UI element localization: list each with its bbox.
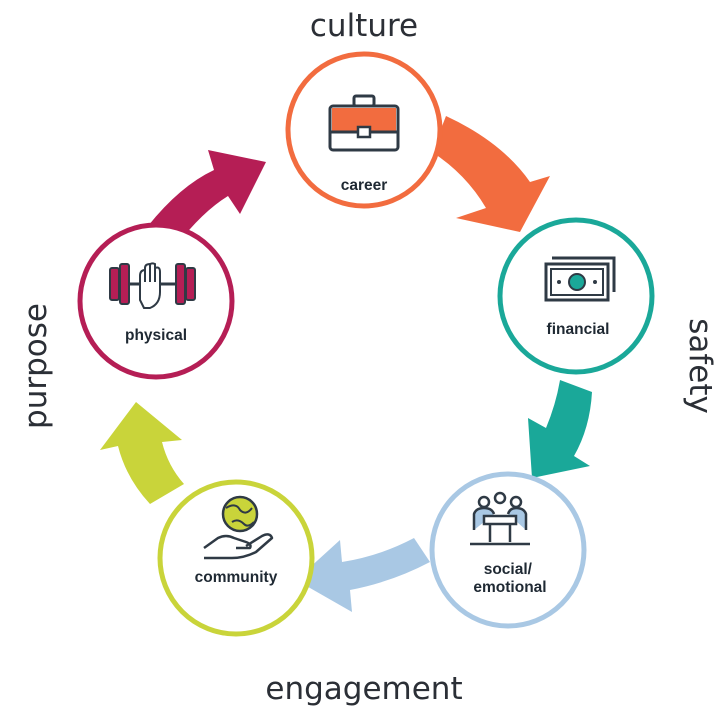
arrow-career-to-financial (432, 116, 550, 232)
globe-hand-icon (203, 495, 274, 560)
outer-label-top: culture (310, 8, 418, 44)
briefcase-icon (328, 94, 400, 152)
node-label-community: community (195, 569, 278, 586)
outer-label-right: safety (682, 318, 718, 414)
meeting-icon (470, 491, 530, 546)
node-physical: physical (77, 222, 235, 380)
node-label-social-line2: emotional (473, 579, 546, 596)
node-label-social-line1: social/ (484, 561, 533, 578)
node-label-financial: financial (547, 321, 610, 338)
money-icon (544, 256, 616, 302)
arrow-social-to-community (296, 538, 430, 612)
node-financial: financial (497, 217, 655, 375)
node-community: community (157, 479, 315, 637)
node-label-career: career (341, 177, 388, 194)
node-label-physical: physical (125, 327, 187, 344)
arrow-physical-to-career (148, 150, 266, 246)
dumbbell-icon (109, 262, 196, 309)
node-career: career (285, 51, 443, 209)
node-label-social: social/ emotional (473, 561, 546, 596)
node-social-emotional: social/ emotional (429, 471, 587, 629)
arrow-community-to-physical (100, 402, 184, 504)
arrow-financial-to-social (528, 380, 592, 478)
outer-label-left: purpose (18, 303, 54, 429)
outer-label-bottom: engagement (265, 671, 462, 707)
